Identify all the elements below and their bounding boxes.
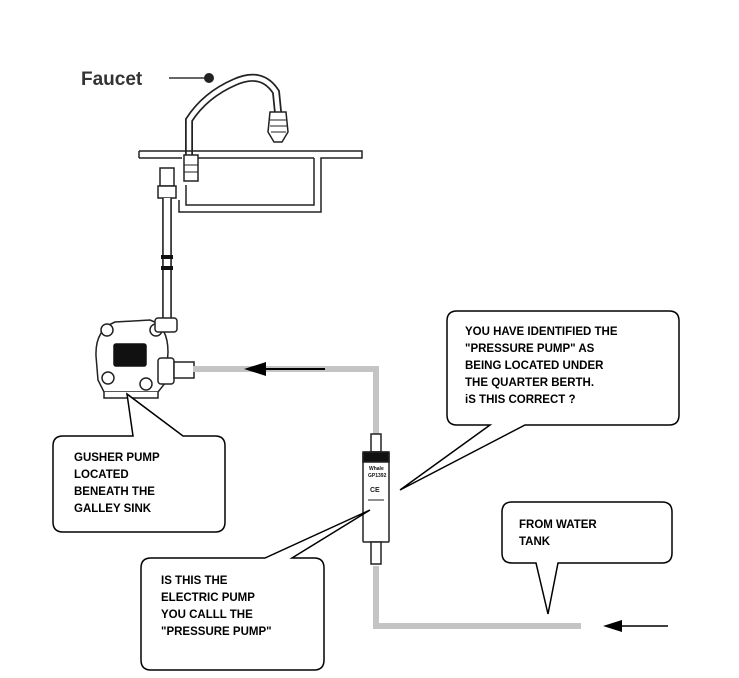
svg-text:GUSHER PUMP LOCATED: GUSHER PUMP LOCATED BENEATH THE GALLEY S…	[74, 452, 163, 515]
callout-gusher-line: LOCATED	[74, 469, 129, 481]
electric-pump-icon	[362, 433, 390, 565]
pump-brand-line1: Whale	[369, 466, 384, 472]
tank-inflow-arrow-icon	[603, 620, 668, 632]
callout-pressure-pump: YOU HAVE IDENTIFIED THE "PRESSURE PUMP" …	[399, 310, 680, 491]
faucet-leader-dot	[204, 73, 214, 83]
callout-pressure-line: BEING LOCATED UNDER	[465, 360, 604, 372]
callout-water-tank: FROM WATER TANK	[501, 501, 673, 615]
callout-electric-line: YOU CALLL THE	[161, 609, 253, 621]
callout-electric-line: IS THIS THE	[161, 575, 228, 587]
faucet-icon	[183, 73, 289, 182]
callout-pressure-line: iS THIS CORRECT ?	[465, 394, 576, 406]
svg-text:IS THIS THE ELECTRIC PUM: IS THIS THE ELECTRIC PUMP YOU CALLL THE …	[161, 575, 272, 638]
galley-sink-icon	[138, 150, 363, 213]
gusher-pump-icon	[95, 317, 195, 399]
callout-electric-line: ELECTRIC PUMP	[161, 592, 255, 604]
callout-pressure-line: THE QUARTER BERTH.	[465, 377, 594, 389]
callout-electric-line: "PRESSURE PUMP"	[161, 626, 272, 638]
callout-gusher-line: GUSHER PUMP	[74, 452, 160, 464]
callout-pressure-line: YOU HAVE IDENTIFIED THE	[465, 326, 618, 338]
pump-ce-mark: CE	[370, 487, 380, 494]
faucet-supply-hose	[157, 167, 177, 318]
faucet-label: Faucet	[81, 69, 143, 90]
flow-arrow-icon	[244, 362, 325, 376]
svg-text:FROM WATER TANK: FROM WATER TANK	[519, 519, 600, 548]
callout-pressure-line: "PRESSURE PUMP" AS	[465, 343, 595, 355]
callout-tank-line: FROM WATER	[519, 519, 597, 531]
callout-electric-pump: IS THIS THE ELECTRIC PUMP YOU CALLL THE …	[140, 509, 371, 671]
pump-brand-line2: GP1392	[368, 473, 387, 479]
callout-tank-line: TANK	[519, 536, 551, 548]
callout-gusher-line: BENEATH THE	[74, 486, 155, 498]
callout-gusher-line: GALLEY SINK	[74, 503, 152, 515]
svg-text:YOU HAVE IDENTIFIED THE: YOU HAVE IDENTIFIED THE "PRESSURE PUMP" …	[465, 326, 621, 406]
callout-gusher: GUSHER PUMP LOCATED BENEATH THE GALLEY S…	[52, 392, 226, 533]
